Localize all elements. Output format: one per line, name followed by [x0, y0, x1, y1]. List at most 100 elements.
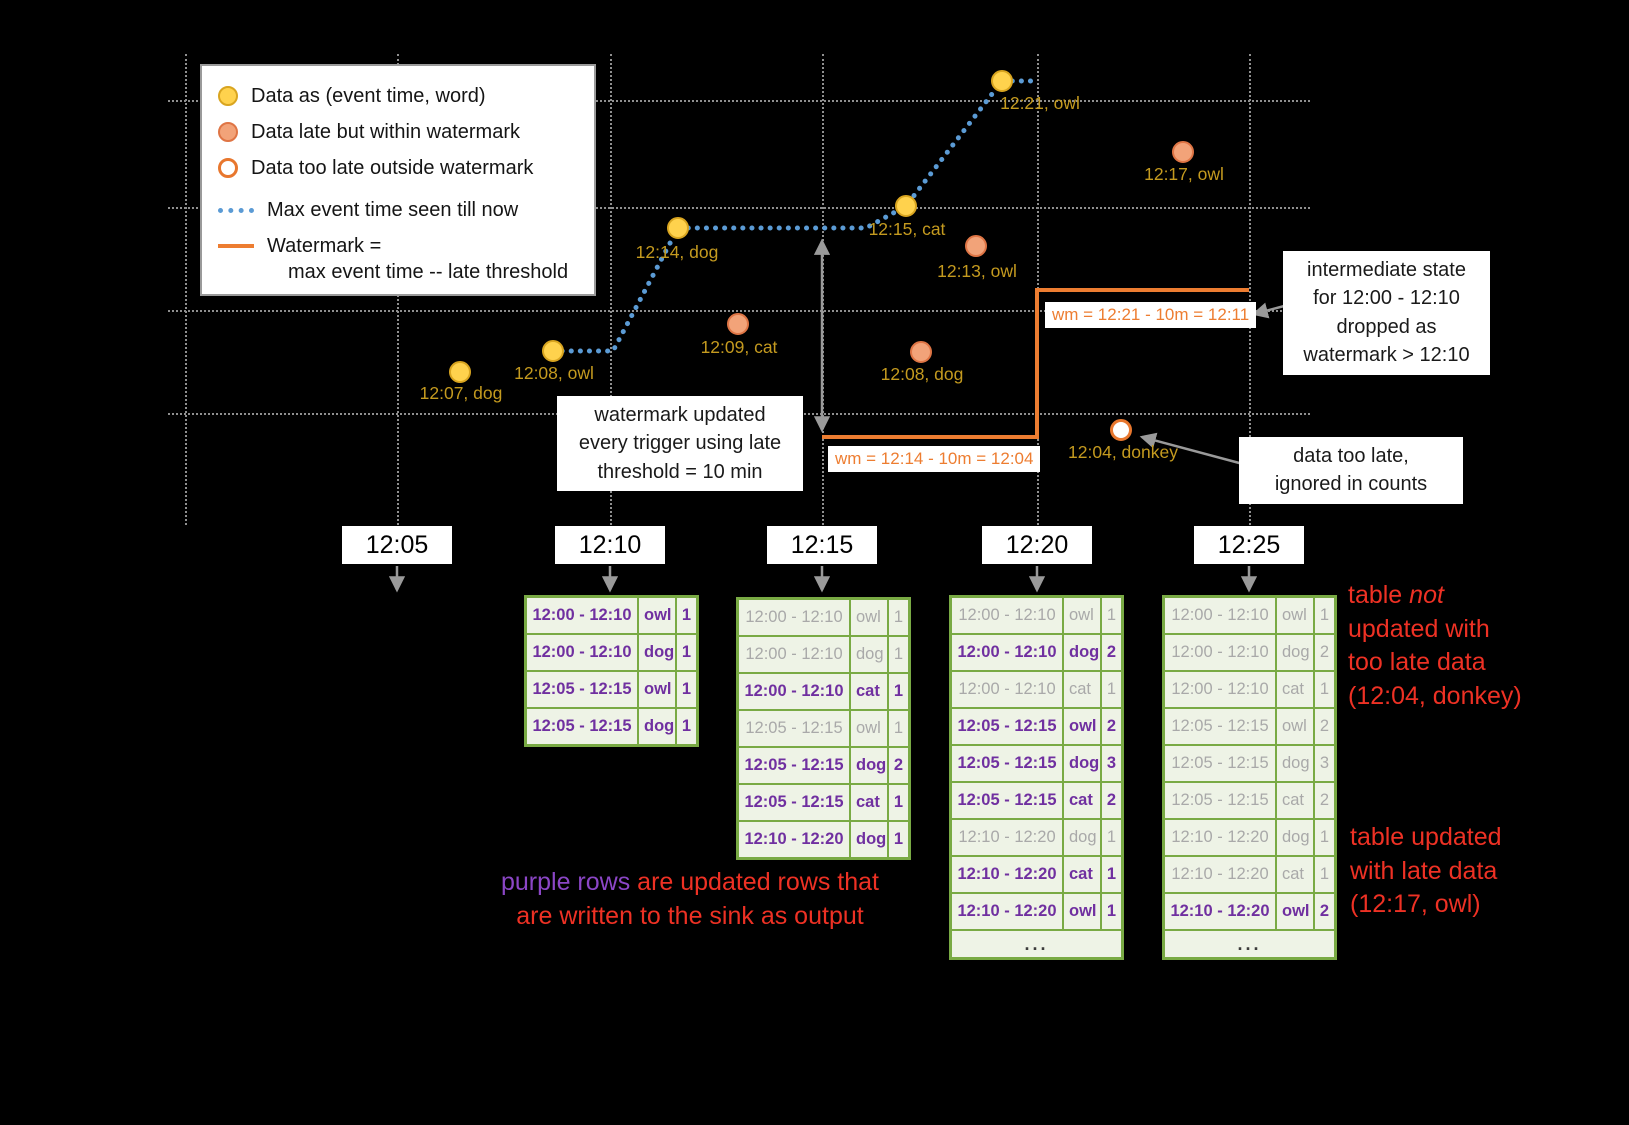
count-cell: 1 [1102, 598, 1121, 633]
data-point-label: 12:04, donkey [1068, 442, 1178, 462]
watermark-line-icon [218, 244, 254, 248]
text-line: updated with [1348, 614, 1490, 643]
text-line: threshold = 10 min [597, 460, 763, 483]
legend-item: Data too late outside watermark [218, 150, 584, 186]
callout-data-too-late: data too late,ignored in counts [1239, 437, 1463, 504]
text-line: table updated [1350, 823, 1502, 851]
count-cell: 1 [677, 635, 696, 670]
word-cell: owl [1064, 709, 1100, 744]
trigger-time-label: 12:15 [767, 526, 877, 564]
window-cell: 12:00 - 12:10 [739, 674, 849, 709]
word-cell: owl [1277, 894, 1313, 929]
text-line: intermediate state [1307, 259, 1466, 281]
word-cell: dog [1277, 820, 1313, 855]
data-point-label: 12:07, dog [419, 383, 503, 403]
count-cell: 1 [1315, 598, 1334, 633]
count-cell: 2 [1315, 783, 1334, 818]
word-cell: cat [1277, 857, 1313, 892]
count-cell: 1 [1102, 894, 1121, 929]
count-cell: 1 [889, 711, 908, 746]
trigger-time-label: 12:05 [342, 526, 452, 564]
window-cell: 12:00 - 12:10 [527, 598, 637, 633]
count-cell: 1 [889, 822, 908, 857]
trigger-time-label: 12:25 [1194, 526, 1304, 564]
count-cell: 2 [889, 748, 908, 783]
on-time-data-point [542, 340, 564, 362]
trigger-time-label: 12:20 [982, 526, 1092, 564]
text-line: purple rows are updated rows that [478, 866, 902, 900]
on-time-data-point [991, 70, 1013, 92]
word-cell: dog [1064, 635, 1100, 670]
word-cell: dog [1064, 746, 1100, 781]
grid-line [822, 54, 824, 525]
word-cell: dog [1277, 635, 1313, 670]
window-cell: 12:00 - 12:10 [739, 637, 849, 672]
legend-item: Watermark = [218, 228, 584, 264]
window-cell: 12:00 - 12:10 [1165, 598, 1275, 633]
text-line: (12:04, donkey) [1348, 681, 1522, 710]
legend-label: Data too late outside watermark [251, 156, 534, 179]
word-cell: cat [1277, 783, 1313, 818]
text-line: table not [1348, 579, 1560, 613]
word-cell: dog [851, 637, 887, 672]
data-point-label: 12:15, cat [868, 219, 946, 239]
text-line: watermark > 12:10 [1303, 344, 1470, 367]
legend-label: Max event time seen till now [267, 198, 519, 221]
word-cell: owl [1064, 894, 1100, 929]
word-cell: cat [1064, 783, 1100, 818]
table-ellipsis-row: ... [1165, 931, 1334, 957]
word-cell: owl [639, 598, 675, 633]
late-dot-icon [218, 122, 238, 142]
count-cell: 1 [1315, 820, 1334, 855]
watermark-value-label: wm = 12:14 - 10m = 12:04 [828, 446, 1041, 472]
late-data-point [965, 235, 987, 257]
window-cell: 12:05 - 12:15 [952, 783, 1062, 818]
word-cell: cat [1064, 857, 1100, 892]
text-line: data too late, [1293, 445, 1409, 467]
text-line: with late data [1350, 856, 1498, 885]
data-point-label: 12:08, owl [514, 363, 594, 383]
window-cell: 12:10 - 12:20 [952, 857, 1062, 892]
late-data-point [1172, 141, 1194, 163]
window-cell: 12:05 - 12:15 [739, 748, 849, 783]
legend-label: Watermark = [267, 234, 382, 257]
text-line: too late data [1348, 648, 1486, 676]
on-time-data-point [449, 361, 471, 383]
not-updated-lines: updated with too late data (12:04, donkey) [1348, 613, 1560, 714]
grid-line [1249, 54, 1251, 525]
count-cell: 2 [1102, 783, 1121, 818]
trigger-time-label: 12:10 [555, 526, 665, 564]
window-cell: 12:00 - 12:10 [527, 635, 637, 670]
count-cell: 1 [1102, 820, 1121, 855]
count-cell: 1 [889, 674, 908, 709]
legend-label: max event time -- late threshold [288, 260, 569, 283]
window-cell: 12:05 - 12:15 [739, 785, 849, 820]
word-cell: owl [639, 672, 675, 707]
count-cell: 2 [1102, 709, 1121, 744]
count-cell: 1 [677, 672, 696, 707]
text-line: are written to the sink as output [516, 901, 864, 930]
text-line: every trigger using late [578, 432, 782, 455]
window-cell: 12:05 - 12:15 [739, 711, 849, 746]
window-cell: 12:00 - 12:10 [1165, 635, 1275, 670]
count-cell: 1 [889, 600, 908, 635]
window-cell: 12:05 - 12:15 [527, 709, 637, 744]
on-time-dot-icon [218, 86, 238, 106]
window-cell: 12:10 - 12:20 [1165, 894, 1275, 929]
